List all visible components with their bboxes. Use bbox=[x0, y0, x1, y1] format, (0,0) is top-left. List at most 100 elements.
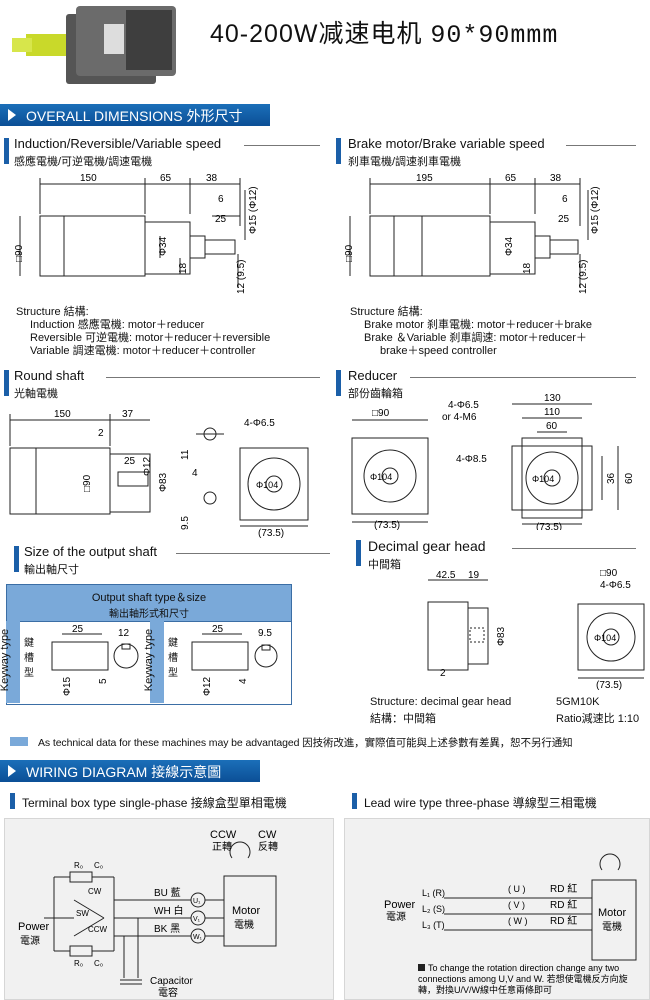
dim-label: Φ15 (Φ12) bbox=[248, 186, 259, 234]
dim-label: Φ104 bbox=[370, 472, 392, 482]
sw-ccw-label: CCW bbox=[88, 925, 108, 934]
keyway-cn-label: 鍵槽型 bbox=[168, 638, 178, 679]
wiring-right-diagram: Power 電源 L₁ (R) L₂ (S) L₃ (T) ( U ) ( V … bbox=[384, 853, 637, 995]
dim-label: Φ104 bbox=[594, 633, 616, 643]
dim-label: Φ83 bbox=[496, 626, 507, 646]
section-marker bbox=[14, 546, 19, 572]
dim-label: 65 bbox=[505, 173, 517, 184]
output-shaft-table-header: Output shaft type＆size 輸出軸形式和尺寸 bbox=[6, 584, 292, 622]
dim-label: or 4-M6 bbox=[442, 412, 477, 423]
dim-label: 2 bbox=[440, 668, 446, 679]
rotation-note: 轉，對換U/V/W線中任意兩條即可 bbox=[418, 984, 552, 995]
keyway-b-drawing: 25 9.5 Φ12 4 bbox=[191, 624, 278, 696]
motor-photo bbox=[12, 6, 176, 84]
dim-label: 4-Φ8.5 bbox=[456, 454, 487, 465]
dim-label: 18 bbox=[522, 262, 533, 274]
dim-label: 4 bbox=[238, 678, 249, 684]
rd-label: RD 紅 bbox=[550, 915, 577, 927]
rotation-note: connections among U,V and W. 若想使電機反方向旋 bbox=[418, 973, 628, 984]
dim-label: Φ12 bbox=[202, 676, 213, 696]
sw-cw-label: CW bbox=[88, 887, 102, 896]
motor-label: Motor bbox=[232, 905, 260, 917]
keyway-label-cell bbox=[150, 621, 164, 703]
capacitor-cn-label: 電容 bbox=[158, 986, 178, 998]
cw-cn-label: 反轉 bbox=[258, 840, 278, 853]
keyway-a-drawing: 25 12 Φ15 5 bbox=[51, 624, 139, 696]
structure-right: Structure 結構: Brake motor 刹車電機: motor＋re… bbox=[350, 306, 593, 357]
dim-label: (73.5) bbox=[596, 680, 622, 690]
dim-label: 150 bbox=[54, 409, 71, 420]
section-marker bbox=[10, 793, 15, 809]
dim-label: 38 bbox=[550, 173, 562, 184]
decimal-ratio: Ratio減速比 1:10 bbox=[556, 713, 640, 725]
section-arrow-icon bbox=[8, 109, 16, 121]
dim-label: □90 bbox=[372, 408, 390, 419]
dim-label: 4 bbox=[192, 468, 198, 479]
dim-label: 4-Φ6.5 bbox=[600, 580, 631, 591]
dim-label: 25 bbox=[124, 456, 136, 467]
terminal-u-label: U₁ bbox=[193, 898, 201, 905]
terminal-v-label: ( V ) bbox=[508, 900, 525, 910]
dim-label: 130 bbox=[544, 393, 561, 404]
motor-cn-label: 電機 bbox=[234, 918, 254, 931]
wiring-left-panel bbox=[4, 818, 334, 1000]
r0-label: R₀ bbox=[74, 959, 83, 968]
wiring-right-title: Lead wire type three-phase 導線型三相電機 bbox=[364, 796, 597, 810]
structure-left: Structure 結構: Induction 感應電機: motor＋redu… bbox=[16, 306, 271, 357]
wire-bu-label: BU 藍 bbox=[154, 886, 181, 899]
overall-dimensions-heading: OVERALL DIMENSIONS 外形尺寸 bbox=[26, 108, 243, 124]
brake-drawing: 195 65 38 6 25 Φ15 (Φ12) Φ34 □90 18 12 (… bbox=[344, 173, 601, 294]
dim-label: 65 bbox=[160, 173, 172, 184]
dim-label: 60 bbox=[624, 472, 635, 484]
l2-label: L₂ (S) bbox=[422, 904, 445, 914]
dim-label: 25 bbox=[212, 624, 224, 635]
dim-label: 11 bbox=[180, 449, 191, 460]
dim-label: 9.5 bbox=[180, 516, 191, 530]
wiring-left-title: Terminal box type single-phase 接線盒型單相電機 bbox=[22, 796, 287, 810]
dim-label: □90 bbox=[344, 244, 355, 262]
capacitor-label: Capacitor bbox=[150, 976, 193, 987]
section-marker bbox=[336, 370, 341, 396]
dim-label: Φ34 bbox=[504, 236, 515, 256]
c0-label: C₀ bbox=[94, 861, 103, 870]
power-label: Power bbox=[18, 921, 50, 933]
dim-label: 4-Φ6.5 bbox=[448, 400, 479, 411]
dim-label: (73.5) bbox=[258, 528, 284, 538]
c0-label: C₀ bbox=[94, 959, 103, 968]
dim-label: □90 bbox=[82, 474, 93, 492]
dim-label: 12 bbox=[118, 628, 130, 639]
round-shaft-drawing: 150 37 2 25 Φ12 Φ83 □90 11 4 9.5 4-Φ6.5 … bbox=[9, 409, 309, 538]
dim-label: Φ15 (Φ12) bbox=[590, 186, 601, 234]
keyway-cn-label: 鍵槽型 bbox=[24, 638, 34, 679]
dim-label: 9.5 bbox=[258, 628, 272, 639]
section-marker bbox=[356, 540, 361, 566]
keyway-type-label: Keyway type bbox=[0, 628, 12, 692]
dim-label: Φ83 bbox=[158, 472, 169, 492]
dim-label: 5 bbox=[98, 678, 109, 684]
dim-label: Φ15 bbox=[62, 676, 73, 696]
dim-label: 12 (9.5) bbox=[236, 260, 247, 294]
decimal-model: 5GM10K bbox=[556, 696, 600, 708]
power-cn-label: 電源 bbox=[20, 934, 40, 947]
rotation-note: To change the rotation direction change … bbox=[428, 963, 619, 973]
dim-label: 37 bbox=[122, 409, 134, 420]
l3-label: L₃ (T) bbox=[422, 920, 445, 930]
dim-label: 19 bbox=[468, 570, 480, 581]
motor-label: Motor bbox=[598, 907, 626, 919]
notice-text: As technical data for these machines may… bbox=[38, 737, 573, 749]
section-marker bbox=[336, 138, 341, 164]
dim-label: 36 bbox=[606, 472, 617, 484]
notice-marker bbox=[10, 737, 28, 746]
ccw-cn-label: 正轉 bbox=[212, 840, 232, 853]
dim-label: □90 bbox=[14, 244, 25, 262]
wiring-right-panel bbox=[344, 818, 650, 1000]
dim-label: Φ34 bbox=[158, 236, 169, 256]
terminal-u-label: ( U ) bbox=[508, 884, 526, 894]
section-marker bbox=[4, 370, 9, 396]
dim-label: 110 bbox=[544, 407, 560, 418]
dim-label: 12 (9.5) bbox=[578, 260, 589, 294]
section-arrow-icon bbox=[8, 765, 16, 777]
dim-label: Φ12 bbox=[142, 456, 153, 476]
